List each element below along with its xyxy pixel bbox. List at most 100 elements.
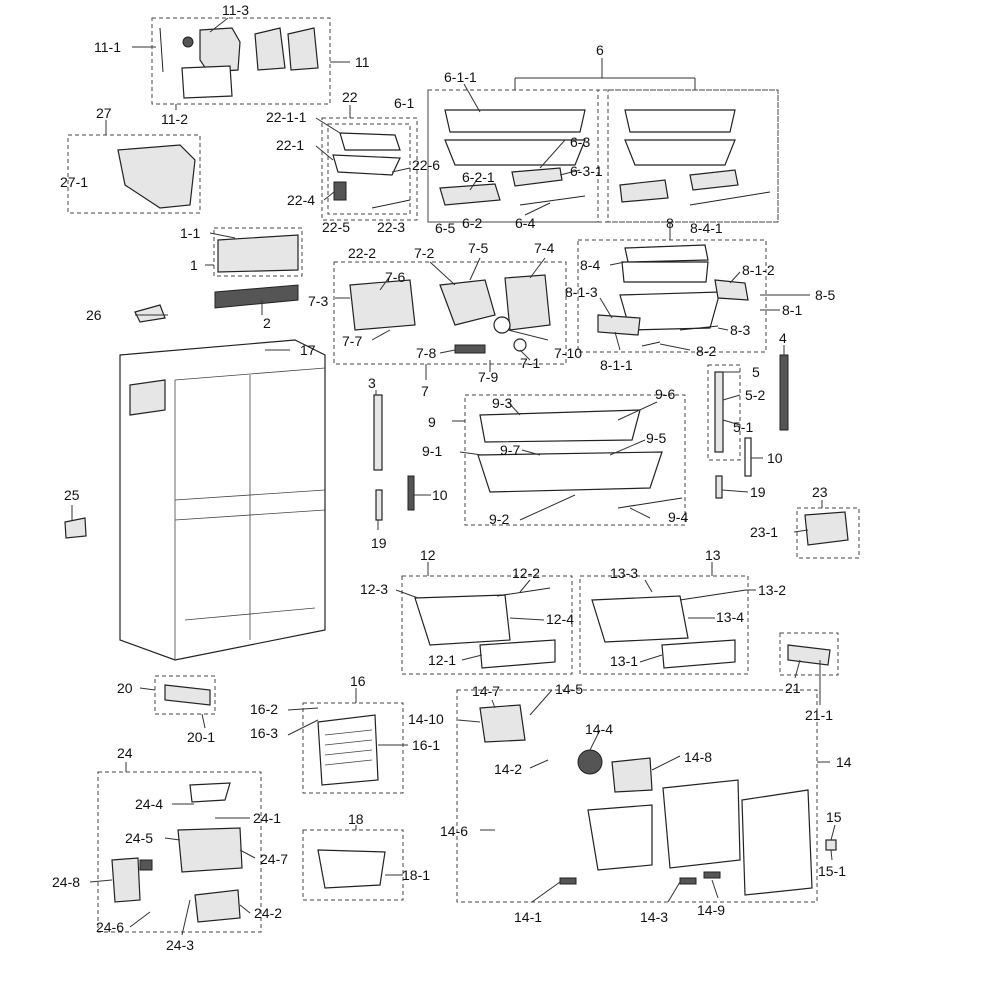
label-13: 13 [705,547,721,563]
label-16-1: 16-1 [412,737,440,753]
label-18-1: 18-1 [402,867,430,883]
label-8-4-1: 8-4-1 [690,220,723,236]
label-15: 15 [826,809,842,825]
label-4: 4 [779,330,787,346]
part-10-left [407,475,415,511]
label-8-4: 8-4 [580,257,600,273]
label-27-1: 27-1 [60,174,88,190]
label-22-5: 22-5 [322,219,350,235]
part-13-2 [679,589,747,601]
label-8-1-3: 8-1-3 [565,284,598,300]
part-14-9 [703,871,721,879]
part-22-1 [332,154,401,176]
label-8-5: 8-5 [815,287,835,303]
label-11-1: 11-1 [94,39,121,55]
label-7-7: 7-7 [342,333,362,349]
label-1: 1 [190,257,198,273]
part-8-1-2 [714,279,749,301]
label-7-3: 7-3 [308,293,328,309]
label-14-8: 14-8 [684,749,712,765]
label-8-2: 8-2 [696,343,716,359]
label-13-4: 13-4 [716,609,744,625]
part-21 [787,644,831,666]
label-7-10: 7-10 [554,345,582,361]
part-7-2 [439,279,496,326]
label-26: 26 [86,307,102,323]
label-22-2: 22-2 [348,245,376,261]
label-12-2: 12-2 [512,565,540,581]
box-11 [151,17,331,105]
label-8-1-1: 8-1-1 [600,357,633,373]
label-21: 21 [785,680,801,696]
label-9-2: 9-2 [489,511,509,527]
label-14-4: 14-4 [585,721,613,737]
part-7-8 [454,344,486,354]
label-7: 7 [421,383,429,399]
label-9-4: 9-4 [668,509,688,525]
label-22-1: 22-1 [276,137,304,153]
label-9-7: 9-7 [500,442,520,458]
part-8-top-glass [624,109,736,133]
label-3: 3 [368,375,376,391]
label-16-2: 16-2 [250,701,278,717]
part-8-top-frame [624,139,736,166]
part-24-2 [194,889,241,923]
label-11-3: 11-3 [222,2,249,18]
label-1-1: 1-1 [180,225,200,241]
part-6-1-frame [444,139,586,166]
part-7-4 [504,274,551,331]
label-5-1: 5-1 [733,419,753,435]
label-7-4: 7-4 [534,240,554,256]
label-6-3-1: 6-3-1 [570,163,603,179]
label-6-3: 6-3 [570,134,590,150]
label-6-1: 6-1 [394,95,414,111]
leader-lines [71,17,836,936]
part-7-1 [513,338,527,352]
label-22-3: 22-3 [377,219,405,235]
part-19-left [375,489,383,521]
label-14-7: 14-7 [472,683,500,699]
part-14-8 [611,757,653,793]
label-9: 9 [428,414,436,430]
label-6-4: 6-4 [515,215,535,231]
label-24-1: 24-1 [253,810,281,826]
label-14-5: 14-5 [555,681,583,697]
label-14-1: 14-1 [514,909,542,925]
label-10-right: 10 [767,450,783,466]
label-22: 22 [342,89,358,105]
part-14-cover-a [587,804,653,871]
label-24-5: 24-5 [125,830,153,846]
part-8-top-rail [689,169,739,191]
part-4 [779,354,789,431]
label-14-2: 14-2 [494,761,522,777]
label-7-8: 7-8 [416,345,436,361]
part-24-5 [139,859,153,871]
label-14: 14 [836,754,852,770]
part-23-1 [804,511,849,546]
label-14-9: 14-9 [697,902,725,918]
box-7 [333,261,567,365]
label-16-3: 16-3 [250,725,278,741]
label-21-1: 21-1 [805,707,833,723]
part-14-4 [577,749,603,775]
part-9-3 [479,409,641,443]
label-5-2: 5-2 [745,387,765,403]
box-8-top [607,89,779,223]
part-12-1 [479,639,556,669]
part-14-3 [679,877,697,885]
box-22-1 [327,123,411,215]
label-22-1-1: 22-1-1 [266,109,307,125]
part-1 [217,234,299,273]
label-24-2: 24-2 [254,905,282,921]
label-7-6: 7-6 [385,269,405,285]
part-9-1 [477,451,663,493]
label-7-9: 7-9 [478,369,498,385]
label-14-3: 14-3 [640,909,668,925]
label-24-4: 24-4 [135,796,163,812]
part-11-3-knob [182,36,194,48]
part-12-4 [414,594,511,646]
label-14-6: 14-6 [440,823,468,839]
part-6-3 [511,167,563,187]
box-14 [456,689,818,903]
